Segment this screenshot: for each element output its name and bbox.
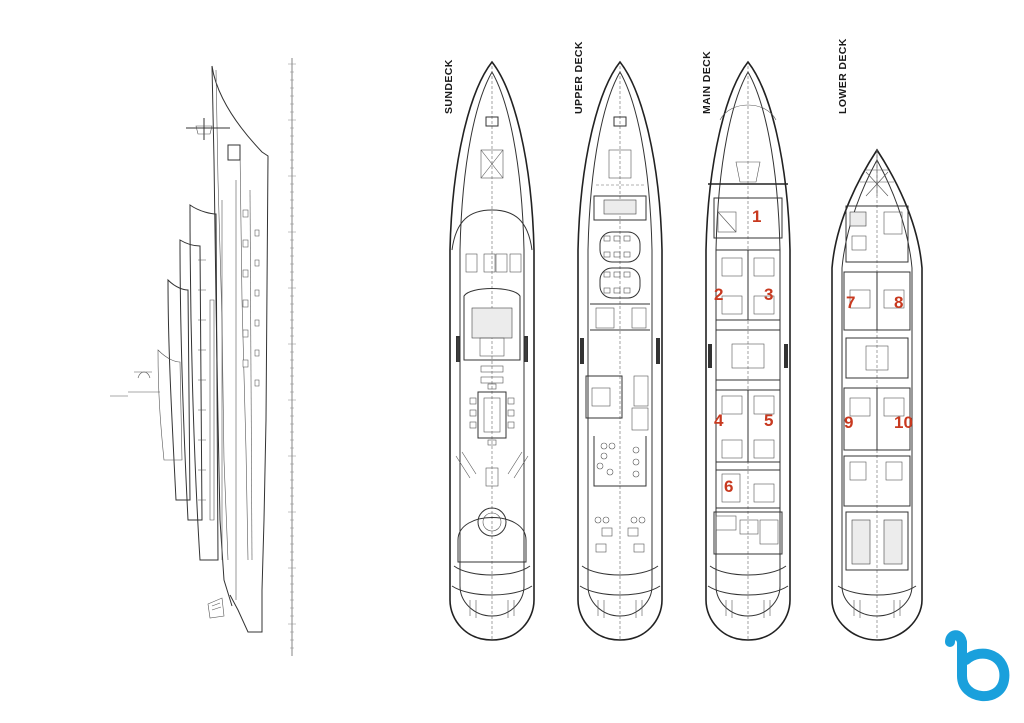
deck-label-main: MAIN DECK bbox=[701, 51, 713, 114]
cabin-number: 6 bbox=[724, 477, 733, 496]
company-logo-b-icon bbox=[945, 630, 1010, 701]
deck-label-sundeck: SUNDECK bbox=[443, 59, 455, 114]
deck-label-upper: UPPER DECK bbox=[573, 41, 585, 114]
cabin-number: 5 bbox=[764, 411, 773, 430]
cabin-number: 2 bbox=[714, 285, 723, 304]
cabin-number: 9 bbox=[844, 413, 853, 432]
deck-plan-main: 1 2 3 4 5 6 bbox=[705, 60, 791, 641]
cabin-number: 1 bbox=[752, 207, 761, 226]
deck-plan-upper bbox=[577, 60, 663, 641]
cabin-number: 3 bbox=[764, 285, 773, 304]
side-profile-drawing bbox=[110, 58, 296, 656]
cabin-number: 10 bbox=[894, 413, 913, 432]
cabin-number: 4 bbox=[714, 411, 724, 430]
deck-label-lower: LOWER DECK bbox=[837, 38, 849, 114]
deck-plan-sundeck bbox=[449, 60, 535, 641]
cabin-number: 7 bbox=[846, 293, 855, 312]
cabin-number: 8 bbox=[894, 293, 903, 312]
deck-plan-lower: 7 8 9 10 bbox=[831, 148, 923, 641]
